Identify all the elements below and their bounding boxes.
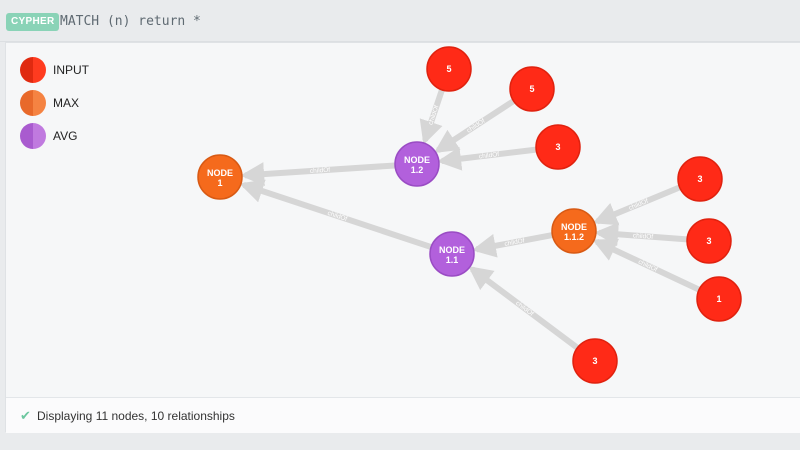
relationship-edge[interactable] [419,88,445,145]
relationship-label: childOf [479,151,500,160]
legend-swatch-right [33,123,46,149]
node-subtitle: 1.1 [446,255,459,265]
node-title: NODE [561,222,587,232]
relationship-edge[interactable] [437,146,537,171]
node-subtitle: 1 [217,178,222,188]
legend-swatch-left [20,123,33,149]
graph-node-i3b[interactable]: 3 [677,156,723,202]
relationship-edge[interactable] [433,98,516,153]
node-value: 5 [446,64,451,74]
node-circle[interactable] [197,154,243,200]
relationship-edge[interactable] [468,266,580,351]
legend-label: INPUT [53,63,89,77]
node-circle[interactable] [509,66,555,112]
legend-swatch-right [33,90,46,116]
node-title: NODE [207,168,233,178]
cypher-badge: CYPHER [6,13,60,31]
legend-swatch-right [33,57,46,83]
query-bar: CYPHER MATCH (n) return * [0,0,800,42]
result-panel: childOf childOf childOf childOf childOf child… [5,42,800,433]
legend-label: AVG [53,129,78,143]
node-circle[interactable] [551,208,597,254]
node-value: 3 [697,174,702,184]
node-circle[interactable] [535,124,581,170]
relationship-label: childOf [514,300,535,318]
graph-canvas[interactable]: childOf childOf childOf childOf childOf child… [6,43,800,397]
query-text[interactable]: MATCH (n) return * [60,14,201,29]
legend-swatch-max [20,90,46,116]
graph-node-i3a[interactable]: 3 [535,124,581,170]
relationship-label: childOf [633,232,654,240]
node-circle[interactable] [429,231,475,277]
check-icon: ✔ [20,408,31,423]
relationship-label: childOf [310,167,331,175]
relationship-edge[interactable] [594,222,688,247]
relationship-edge[interactable] [239,179,433,250]
graph-node-i3d[interactable]: 3 [572,338,618,384]
graph-node-i1[interactable]: 1 [696,276,742,322]
relationship-edge[interactable] [592,184,681,226]
node-value: 3 [592,356,597,366]
node-title: NODE [439,245,465,255]
legend-swatch-input [20,57,46,83]
node-title: NODE [404,155,430,165]
relationship-label: childOf [637,259,658,274]
relationship-edge[interactable] [471,232,553,258]
status-text: Displaying 11 nodes, 10 relationships [37,409,235,423]
graph-node-i5a[interactable]: 5 [426,46,472,92]
legend-swatch-left [20,90,33,116]
node-subtitle: 1.2 [411,165,424,175]
node-value: 5 [529,84,534,94]
graph-node-i5b[interactable]: 5 [509,66,555,112]
legend-swatch-avg [20,123,46,149]
legend-label: MAX [53,96,80,110]
relationship-edge[interactable] [240,162,396,187]
node-circle[interactable] [394,141,440,187]
node-circle[interactable] [677,156,723,202]
node-subtitle: 1.1.2 [564,232,584,242]
node-circle[interactable] [572,338,618,384]
relationship-label: childOf [327,210,349,223]
relationship-edge[interactable] [592,238,701,293]
node-circle[interactable] [686,218,732,264]
node-value: 1 [716,294,721,304]
relationship-label: childOf [628,198,650,212]
legend-swatch-left [20,57,33,83]
relationship-label: childOf [427,104,440,126]
relationship-label: childOf [466,118,487,135]
node-circle[interactable] [696,276,742,322]
node-value: 3 [706,236,711,246]
status-bar: ✔ Displaying 11 nodes, 10 relationships [6,397,800,433]
node-value: 3 [555,142,560,152]
relationships-layer: childOf childOf childOf childOf childOf child… [239,88,701,351]
graph-node-i3c[interactable]: 3 [686,218,732,264]
node-circle[interactable] [426,46,472,92]
relationship-label: childOf [504,237,525,248]
